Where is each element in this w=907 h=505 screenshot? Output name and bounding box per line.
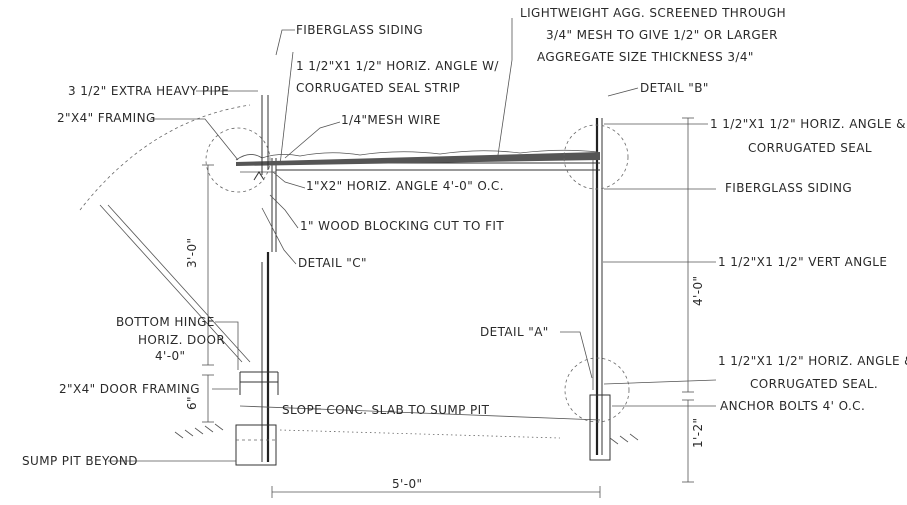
bottom-hinge-label-1: BOTTOM HINGE <box>116 315 215 329</box>
horiz-angle-seal-right-top-2: CORRUGATED SEAL <box>748 141 872 155</box>
annotation-labels: LIGHTWEIGHT AGG. SCREENED THROUGH 3/4" M… <box>22 6 907 468</box>
detail-c-label: DETAIL "C" <box>298 256 367 270</box>
horiz-angle-4ft-label: 1"X2" HORIZ. ANGLE 4'-0" O.C. <box>306 179 504 193</box>
dimension-right-height: 4'-0" <box>691 276 705 306</box>
horiz-angle-seal-strip-label-1: 1 1/2"X1 1/2" HORIZ. ANGLE W/ <box>296 59 499 73</box>
detail-c-circle <box>205 127 271 193</box>
dimension-right-base: 1'-2" <box>691 418 705 448</box>
anchor-bolts-label: ANCHOR BOLTS 4' O.C. <box>720 399 865 413</box>
aggregate-layer <box>236 152 600 166</box>
detail-a-label: DETAIL "A" <box>480 325 549 339</box>
detail-b-circle <box>563 124 629 190</box>
dimension-lines <box>202 117 694 498</box>
extra-heavy-pipe-label: 3 1/2" EXTRA HEAVY PIPE <box>68 84 229 98</box>
slope-slab-label: SLOPE CONC. SLAB TO SUMP PIT <box>282 403 490 417</box>
framing-label: 2"X4" FRAMING <box>57 111 156 125</box>
detail-a-circle <box>564 357 630 423</box>
detail-b-label: DETAIL "B" <box>640 81 709 95</box>
door-framing-label: 2"X4" DOOR FRAMING <box>59 382 200 396</box>
vert-angle-label: 1 1/2"X1 1/2" VERT ANGLE <box>718 255 887 269</box>
aggregate-label-line-3: AGGREGATE SIZE THICKNESS 3/4" <box>537 50 754 64</box>
bottom-hinge-label-2: HORIZ. DOOR <box>138 333 225 347</box>
sump-pit-label: SUMP PIT BEYOND <box>22 454 138 468</box>
structure <box>79 95 639 466</box>
aggregate-label-line-2: 3/4" MESH TO GIVE 1/2" OR LARGER <box>546 28 778 42</box>
dimension-left-height: 3'-0" <box>185 238 199 268</box>
leader-lines <box>108 18 717 462</box>
horiz-angle-seal-right-top-1: 1 1/2"X1 1/2" HORIZ. ANGLE & <box>710 117 906 131</box>
horiz-angle-seal-right-bottom-2: CORRUGATED SEAL. <box>750 377 878 391</box>
dimension-width: 5'-0" <box>392 477 422 491</box>
bottom-hinge-label-3: 4'-0" <box>155 349 185 363</box>
wood-blocking-label: 1" WOOD BLOCKING CUT TO FIT <box>300 219 504 233</box>
detail-circles <box>205 124 630 423</box>
horiz-angle-seal-right-bottom-1: 1 1/2"X1 1/2" HORIZ. ANGLE & <box>718 354 907 368</box>
fiberglass-siding-right-label: FIBERGLASS SIDING <box>725 181 852 195</box>
mesh-wire-label: 1/4"MESH WIRE <box>341 113 441 127</box>
fiberglass-siding-top-label: FIBERGLASS SIDING <box>296 23 423 37</box>
dimension-left-base: 6" <box>185 396 199 410</box>
aggregate-label-line-1: LIGHTWEIGHT AGG. SCREENED THROUGH <box>520 6 786 20</box>
dimension-labels: 3'-0" 6" 4'-0" 1'-2" 5'-0" <box>185 238 705 491</box>
horiz-angle-seal-strip-label-2: CORRUGATED SEAL STRIP <box>296 81 460 95</box>
